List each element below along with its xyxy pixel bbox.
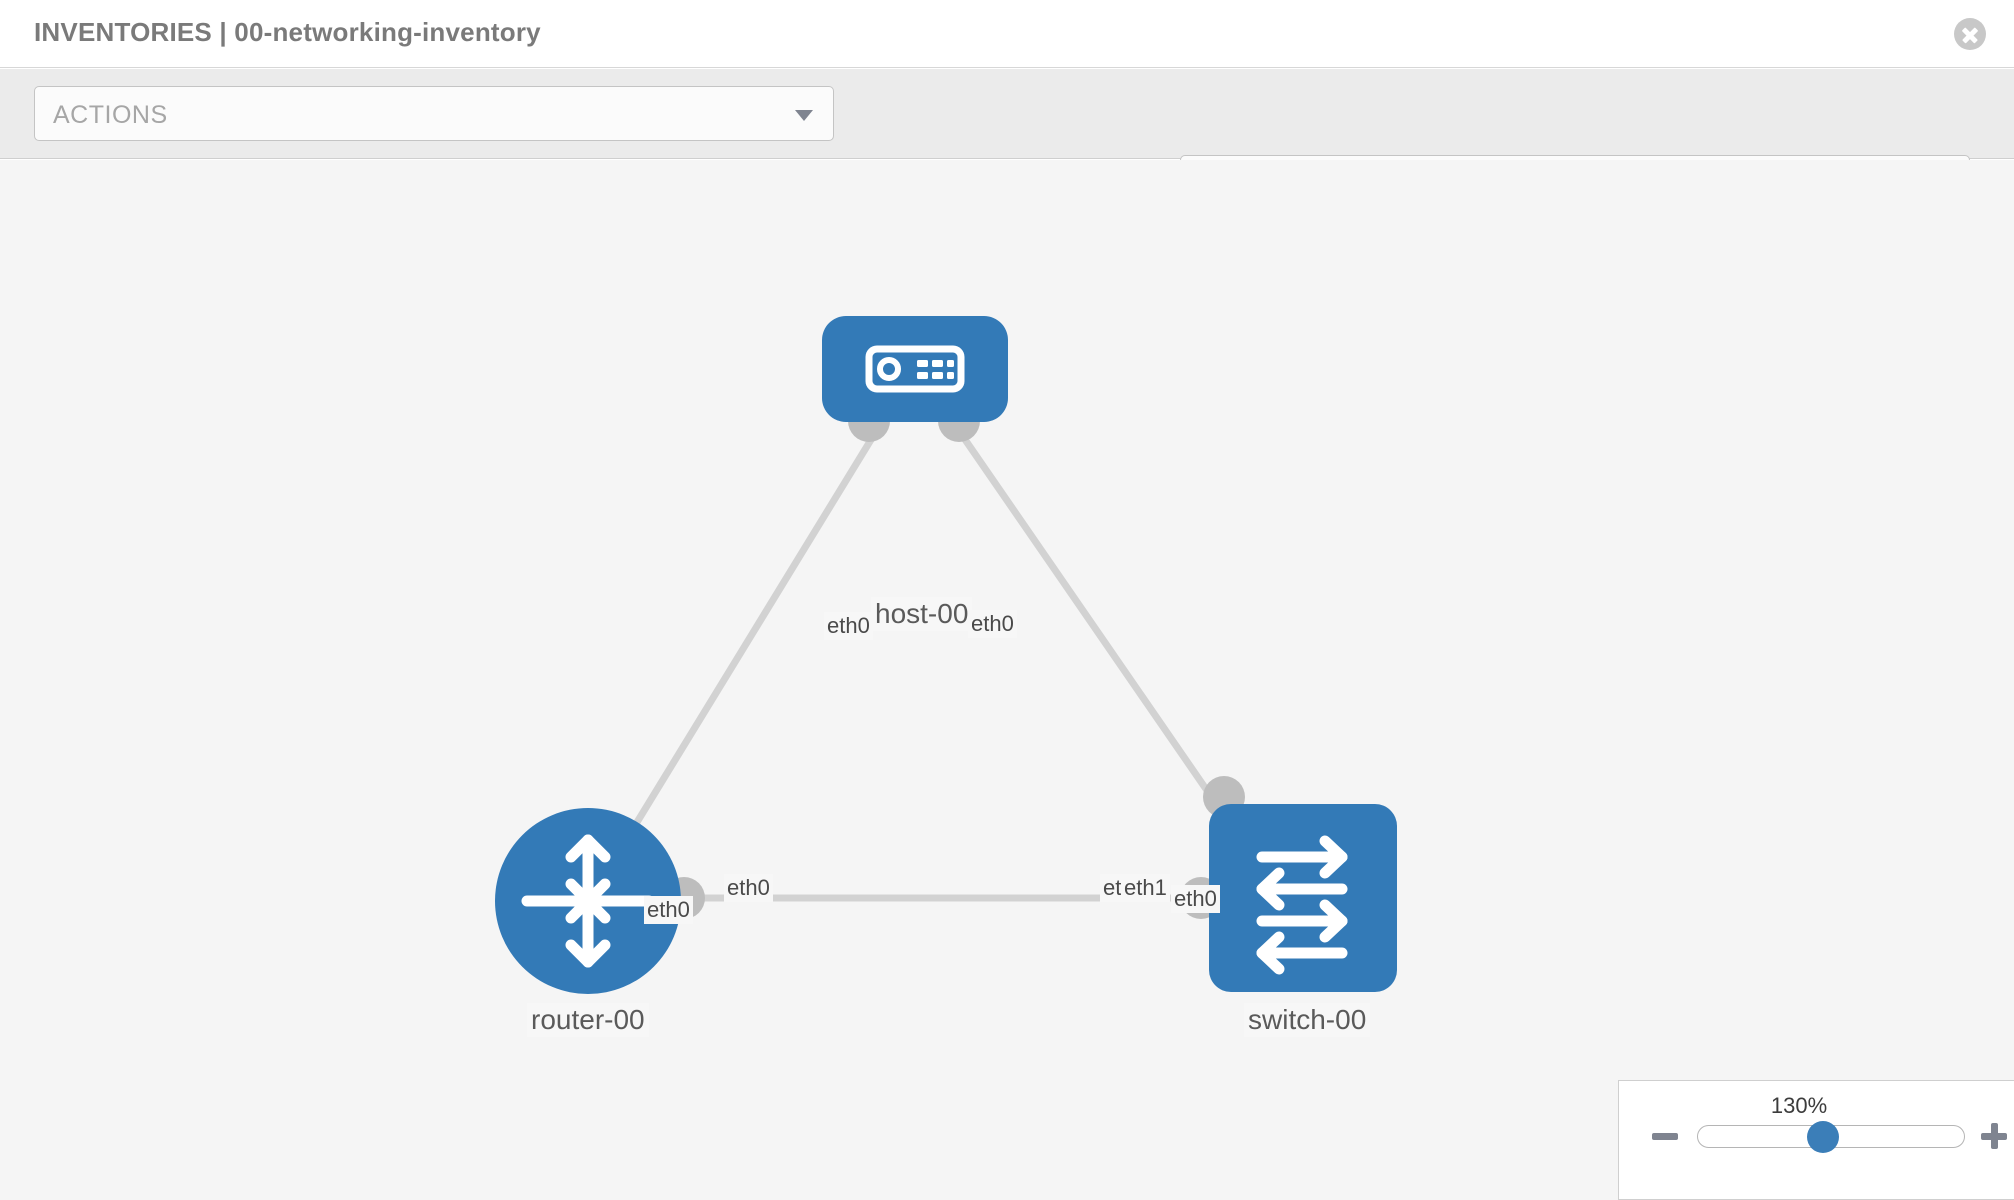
actions-dropdown-label: ACTIONS	[53, 101, 168, 129]
edge-label-switch-left: eth1	[1121, 874, 1170, 902]
zoom-slider-thumb[interactable]	[1807, 1121, 1839, 1153]
node-router-00[interactable]	[495, 808, 681, 994]
node-host-00[interactable]	[822, 316, 1008, 422]
zoom-out-button[interactable]	[1652, 1133, 1678, 1140]
zoom-level-label: 130%	[1770, 1093, 1828, 1118]
zoom-in-button[interactable]	[1981, 1123, 2007, 1149]
actions-dropdown[interactable]: ACTIONS	[34, 86, 834, 141]
node-label-switch-00: switch-00	[1244, 1003, 1371, 1037]
edge-label-router-right: eth0	[724, 874, 773, 902]
edge-label-host-right: eth0	[968, 610, 1017, 638]
node-label-host-00: host-00	[871, 597, 973, 631]
page-title: INVENTORIES | 00-networking-inventory	[34, 17, 541, 47]
edge-label-host-left: eth0	[824, 612, 873, 640]
toolbar: ACTIONS SEARCH	[0, 69, 2014, 210]
node-label-router-00: router-00	[527, 1003, 649, 1037]
server-icon	[865, 345, 965, 393]
edge-label-router-up: eth0	[644, 896, 693, 924]
switch-icon	[1256, 835, 1348, 975]
zoom-control-panel: 130%	[1618, 1080, 2014, 1200]
router-icon	[521, 834, 655, 968]
topology-canvas[interactable]: eth0 eth0 eth0 eth0 eth0 etl eth1 host-0…	[0, 160, 2014, 1200]
node-switch-00[interactable]	[1209, 804, 1397, 992]
chevron-down-icon	[795, 110, 813, 121]
page-header: INVENTORIES | 00-networking-inventory	[0, 0, 2014, 68]
close-icon[interactable]	[1954, 18, 1986, 50]
edge-label-switch-up: eth0	[1171, 885, 1220, 913]
link-router-host	[616, 421, 884, 854]
link-host-switch	[951, 421, 1252, 854]
